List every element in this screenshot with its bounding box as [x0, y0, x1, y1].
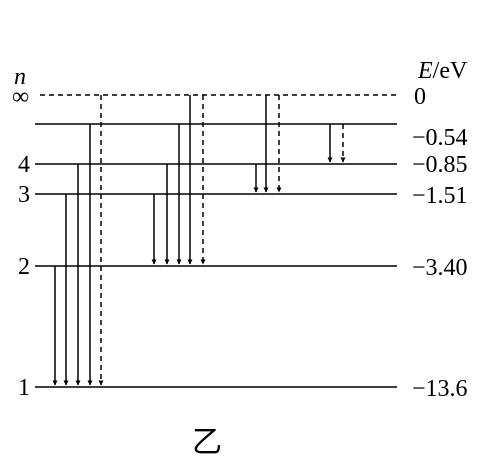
- energy-value-3: −1.51: [412, 183, 468, 209]
- energy-value-5: −13.6: [412, 376, 468, 402]
- n-axis-label: n: [14, 64, 26, 90]
- transitions-to-n2: [151, 95, 206, 265]
- level-n-labels: ∞ 4 3 2 1: [12, 84, 30, 401]
- level-lines: [35, 94, 397, 388]
- transitions-to-n3: [253, 95, 282, 193]
- energy-value-1: −0.54: [412, 125, 468, 151]
- energy-value-2: −0.85: [412, 152, 468, 178]
- energy-value-labels: 0 −0.54 −0.85 −1.51 −3.40 −13.6: [412, 84, 468, 402]
- figure-caption: 乙: [192, 426, 222, 459]
- level-n-label-infinity: ∞: [12, 84, 29, 110]
- level-n-label-3: 3: [18, 182, 30, 208]
- energy-axis-label: E/eV: [417, 58, 468, 84]
- level-n-label-1: 1: [18, 375, 30, 401]
- transitions-to-n1: [52, 95, 104, 386]
- energy-value-4: −3.40: [412, 255, 468, 281]
- level-n-label-2: 2: [18, 254, 30, 280]
- level-n-label-4: 4: [18, 152, 30, 178]
- energy-value-0: 0: [414, 84, 426, 110]
- transitions-to-n4: [327, 124, 346, 163]
